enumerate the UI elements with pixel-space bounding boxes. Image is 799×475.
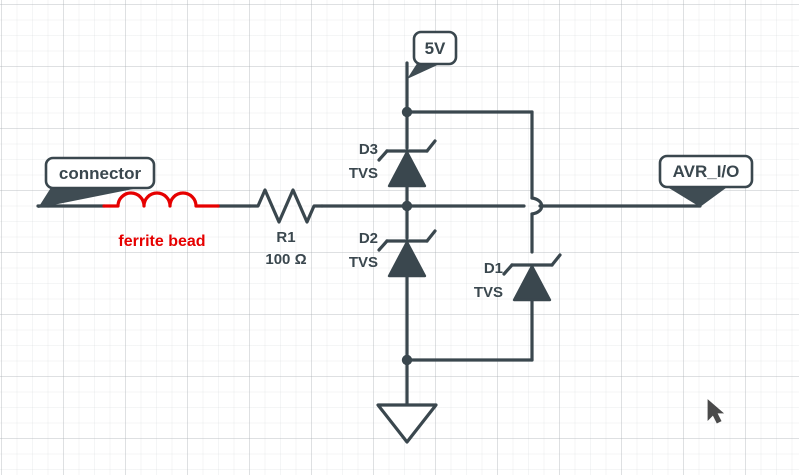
diode-d1-symbol[interactable]	[502, 253, 562, 302]
callout-label-avr: AVR_I/O	[672, 162, 740, 181]
callout-label-5v: 5V	[424, 39, 446, 58]
junction-dot-signal	[401, 200, 413, 212]
callout-box-avr[interactable]	[658, 154, 754, 189]
d2-zener-tick-left	[377, 239, 389, 252]
d1-zener-tick-right	[550, 253, 562, 267]
ground-symbol[interactable]	[376, 403, 438, 444]
d1-anode-triangle	[512, 264, 552, 302]
callout-tail-connector	[38, 186, 148, 208]
callout-tail-5v	[407, 62, 444, 79]
d2-anode-triangle	[387, 240, 427, 278]
callout-box-5v[interactable]	[412, 30, 458, 66]
d2-zener-tick-right	[425, 229, 437, 243]
resistor-r1-symbol[interactable]	[248, 188, 324, 224]
junction-dot-vcc	[401, 106, 413, 118]
diode-d2-symbol[interactable]	[377, 229, 437, 278]
callout-label-connector: connector	[58, 164, 142, 183]
d1-zener-tick-left	[502, 263, 514, 276]
wire-hop-arc	[530, 196, 544, 216]
mouse-cursor	[707, 399, 725, 424]
callout-tails	[38, 62, 730, 208]
resistor-zigzag	[248, 188, 324, 224]
callout-box-connector[interactable]	[44, 156, 156, 190]
junction-dot-gnd	[401, 354, 413, 366]
ground-triangle	[376, 403, 438, 444]
cursor-arrow-icon	[707, 399, 725, 424]
d3-zener-tick-left	[377, 149, 389, 162]
callout-tail-avr	[664, 185, 730, 207]
wire-group	[36, 61, 702, 407]
inductor-coils	[102, 191, 220, 208]
junction-dots	[401, 106, 413, 366]
d3-anode-triangle	[387, 150, 427, 188]
d3-zener-tick-right	[425, 139, 437, 153]
diode-d3-symbol[interactable]	[377, 139, 437, 188]
ferrite-bead-symbol[interactable]	[102, 191, 220, 208]
callout-balloons	[44, 30, 754, 190]
